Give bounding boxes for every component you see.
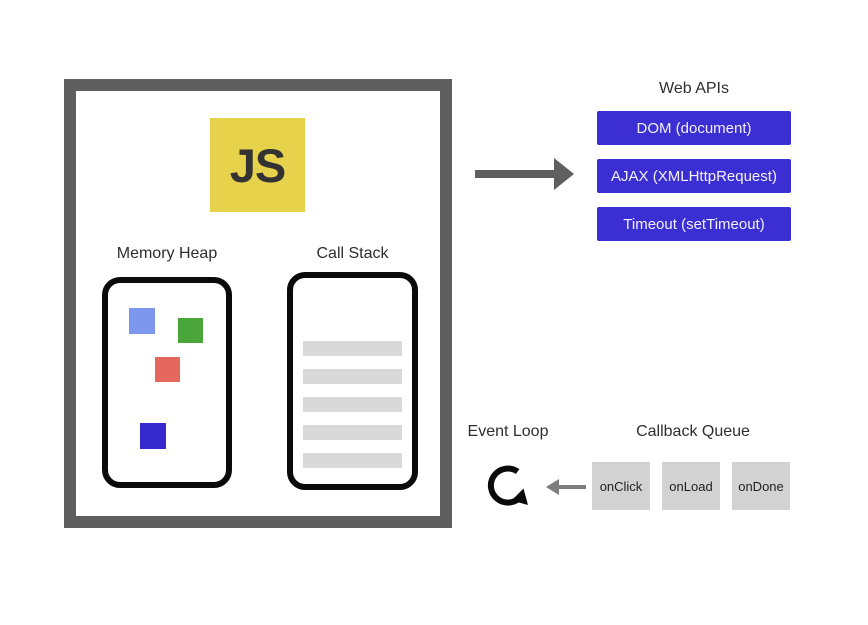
callback-queue-item: onLoad (662, 462, 720, 510)
heap-square-blue (140, 423, 166, 449)
heap-square-red (155, 357, 180, 382)
memory-heap-box (102, 277, 232, 488)
callback-queue-title: Callback Queue (636, 423, 750, 440)
js-engine-container: JS Memory Heap Call Stack (64, 79, 452, 528)
web-api-box: DOM (document) (597, 111, 791, 145)
js-logo: JS (210, 118, 305, 212)
memory-heap-label: Memory Heap (116, 245, 218, 262)
call-stack-frame (303, 397, 402, 412)
js-logo-text: JS (229, 138, 286, 192)
web-apis-title: Web APIs (659, 80, 729, 97)
call-stack-frame (303, 425, 402, 440)
web-api-box: AJAX (XMLHttpRequest) (597, 159, 791, 193)
arrow-to-event-loop-icon (546, 479, 586, 495)
call-stack-box (287, 272, 418, 490)
call-stack-frame (303, 453, 402, 468)
heap-square-green (178, 318, 203, 343)
web-api-box: Timeout (setTimeout) (597, 207, 791, 241)
arrow-to-web-apis-icon (475, 158, 574, 190)
heap-square-lightblue (129, 308, 155, 334)
call-stack-label: Call Stack (316, 245, 389, 262)
event-loop-icon (487, 465, 528, 506)
call-stack-frame (303, 369, 402, 384)
callback-queue-item: onClick (592, 462, 650, 510)
call-stack-frame (303, 341, 402, 356)
callback-queue-item: onDone (732, 462, 790, 510)
event-loop-label: Event Loop (467, 423, 549, 440)
